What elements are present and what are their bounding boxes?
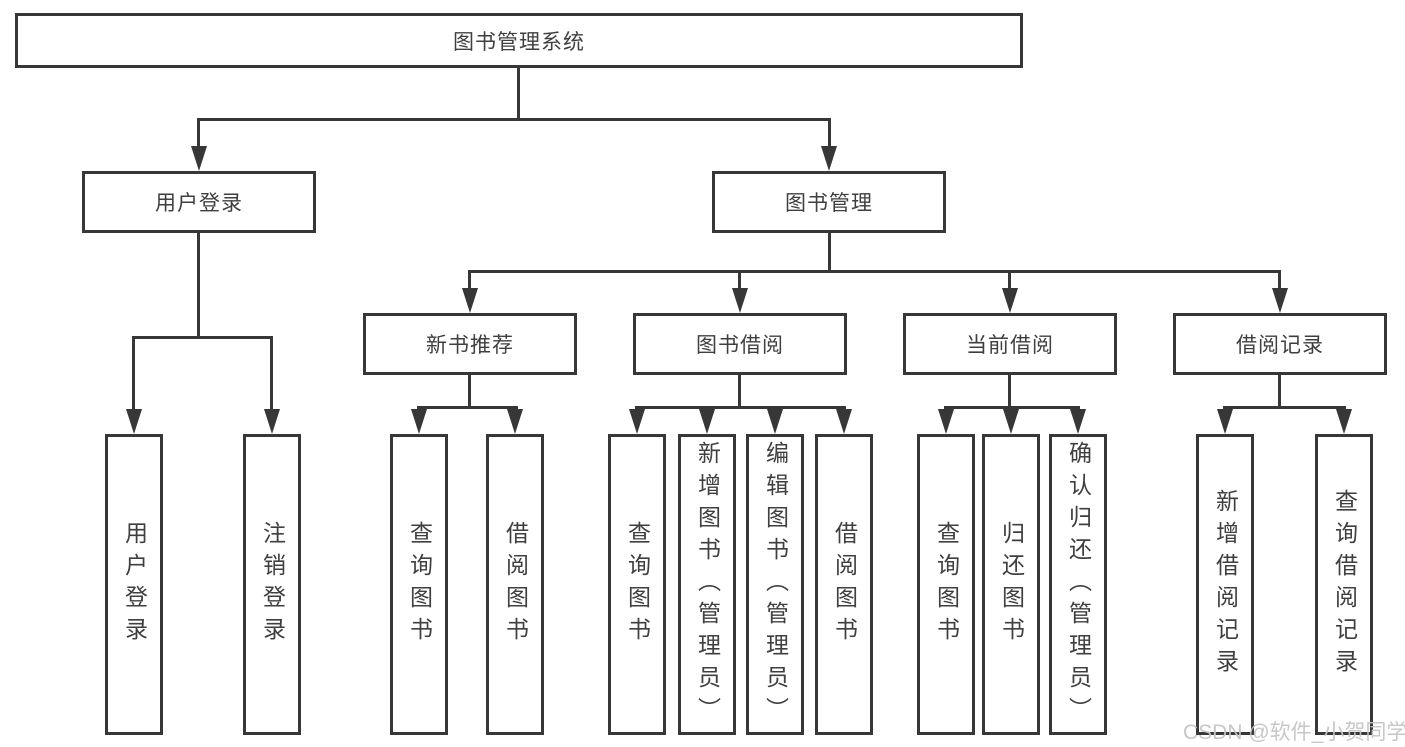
arrowhead-down-icon	[462, 288, 478, 313]
node-label: 用户登录	[155, 192, 243, 215]
connector-segment	[468, 375, 471, 409]
leaf-user-login: 用户登录	[105, 434, 163, 735]
arrowhead-down-icon	[264, 409, 280, 434]
connector-segment	[132, 336, 135, 412]
connector-segment	[944, 406, 1080, 409]
node-user-login-group: 用户登录	[82, 171, 316, 233]
arrowhead-down-icon	[938, 409, 954, 434]
node-current-borrowing: 当前借阅	[903, 313, 1117, 375]
node-label: 新增图书（管理员）	[694, 440, 721, 729]
node-label: 借阅图书	[831, 520, 858, 649]
arrowhead-down-icon	[411, 409, 427, 434]
node-label: 借阅图书	[502, 520, 529, 649]
node-label: 图书管理系统	[453, 30, 585, 54]
leaf-query-books-1: 查询图书	[390, 434, 448, 735]
arrowhead-down-icon	[1336, 409, 1352, 434]
node-label: 查询图书	[406, 520, 433, 649]
connector-segment	[828, 118, 831, 150]
arrowhead-down-icon	[1003, 409, 1019, 434]
node-label: 查询图书	[624, 520, 651, 649]
leaf-confirm-return-admin: 确认归还（管理员）	[1049, 434, 1107, 735]
connector-segment	[270, 336, 273, 412]
connector-segment	[738, 375, 741, 409]
node-book-management: 图书管理	[712, 171, 946, 233]
node-borrowing-records: 借阅记录	[1173, 313, 1387, 375]
node-label: 图书管理	[785, 192, 873, 215]
connector-segment	[738, 270, 741, 290]
connector-segment	[197, 118, 200, 150]
leaf-query-borrow-record: 查询借阅记录	[1315, 434, 1373, 735]
leaf-query-books-3: 查询图书	[917, 434, 975, 735]
connector-segment	[1223, 406, 1346, 409]
node-label: 当前借阅	[966, 334, 1054, 357]
arrowhead-down-icon	[699, 409, 715, 434]
connector-segment	[1008, 270, 1011, 290]
leaf-edit-book-admin: 编辑图书（管理员）	[746, 434, 804, 735]
leaf-add-book-admin: 新增图书（管理员）	[678, 434, 736, 735]
arrowhead-down-icon	[507, 409, 523, 434]
node-label: 新增借阅记录	[1212, 488, 1239, 681]
connector-segment	[1008, 375, 1011, 409]
arrowhead-down-icon	[1217, 409, 1233, 434]
node-label: 确认归还（管理员）	[1065, 440, 1092, 729]
node-new-book-recommendation: 新书推荐	[363, 313, 577, 375]
arrowhead-down-icon	[126, 409, 142, 434]
leaf-query-books-2: 查询图书	[608, 434, 666, 735]
arrowhead-down-icon	[629, 409, 645, 434]
node-label: 图书借阅	[696, 334, 784, 357]
leaf-return-book: 归还图书	[982, 434, 1040, 735]
arrowhead-down-icon	[1070, 409, 1086, 434]
connector-segment	[517, 68, 520, 120]
node-label: 查询借阅记录	[1331, 488, 1358, 681]
connector-segment	[197, 233, 200, 339]
arrowhead-down-icon	[836, 409, 852, 434]
node-label: 用户登录	[121, 520, 148, 649]
node-library-system: 图书管理系统	[15, 13, 1023, 68]
arrowhead-down-icon	[191, 146, 207, 171]
connector-segment	[197, 118, 831, 121]
arrowhead-down-icon	[821, 146, 837, 171]
connector-segment	[468, 270, 1281, 273]
node-label: 编辑图书（管理员）	[762, 440, 789, 729]
arrowhead-down-icon	[1002, 288, 1018, 313]
leaf-borrow-books-1: 借阅图书	[486, 434, 544, 735]
connector-segment	[1278, 270, 1281, 290]
arrowhead-down-icon	[732, 288, 748, 313]
node-label: 新书推荐	[426, 334, 514, 357]
leaf-logout: 注销登录	[243, 434, 301, 735]
connector-segment	[468, 270, 471, 290]
connector-segment	[417, 406, 518, 409]
leaf-borrow-books-2: 借阅图书	[815, 434, 873, 735]
csdn-watermark: CSDN @软件_小贺同学	[1183, 721, 1405, 744]
node-book-borrowing: 图书借阅	[633, 313, 847, 375]
connector-segment	[1278, 375, 1281, 409]
node-label: 借阅记录	[1236, 334, 1324, 357]
connector-segment	[635, 406, 846, 409]
node-label: 归还图书	[998, 520, 1025, 649]
node-label: 注销登录	[259, 520, 286, 649]
node-label: 查询图书	[933, 520, 960, 649]
connector-segment	[132, 336, 273, 339]
arrowhead-down-icon	[1272, 288, 1288, 313]
arrowhead-down-icon	[767, 409, 783, 434]
connector-segment	[828, 233, 831, 273]
leaf-add-borrow-record: 新增借阅记录	[1196, 434, 1254, 735]
